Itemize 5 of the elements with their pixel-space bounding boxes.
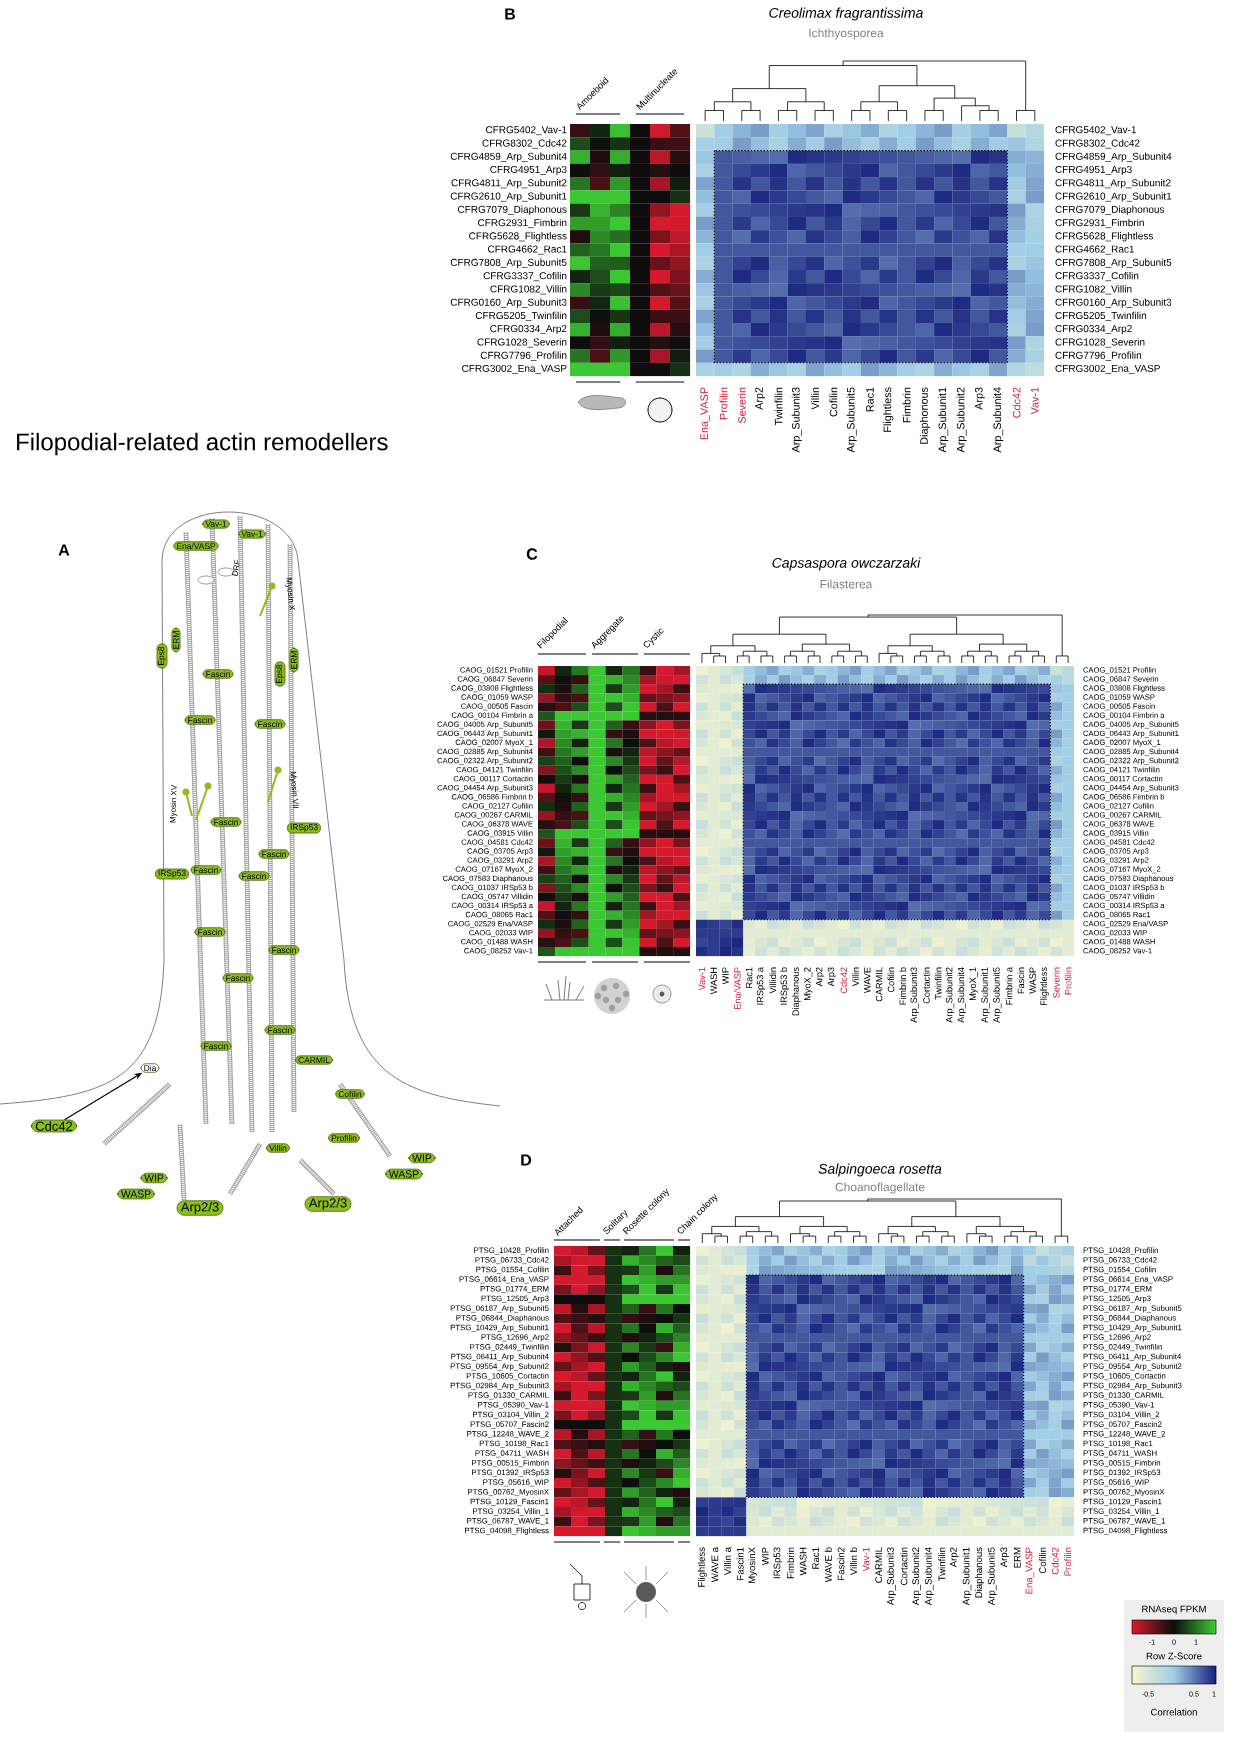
- panel-letter: C: [526, 548, 538, 560]
- panel-letter: A: [58, 544, 70, 556]
- figure-title: Filopodial-related actin remodellers: [17, 432, 388, 456]
- panel-letter: D: [521, 1154, 532, 1166]
- panel-letter: B: [505, 8, 516, 20]
